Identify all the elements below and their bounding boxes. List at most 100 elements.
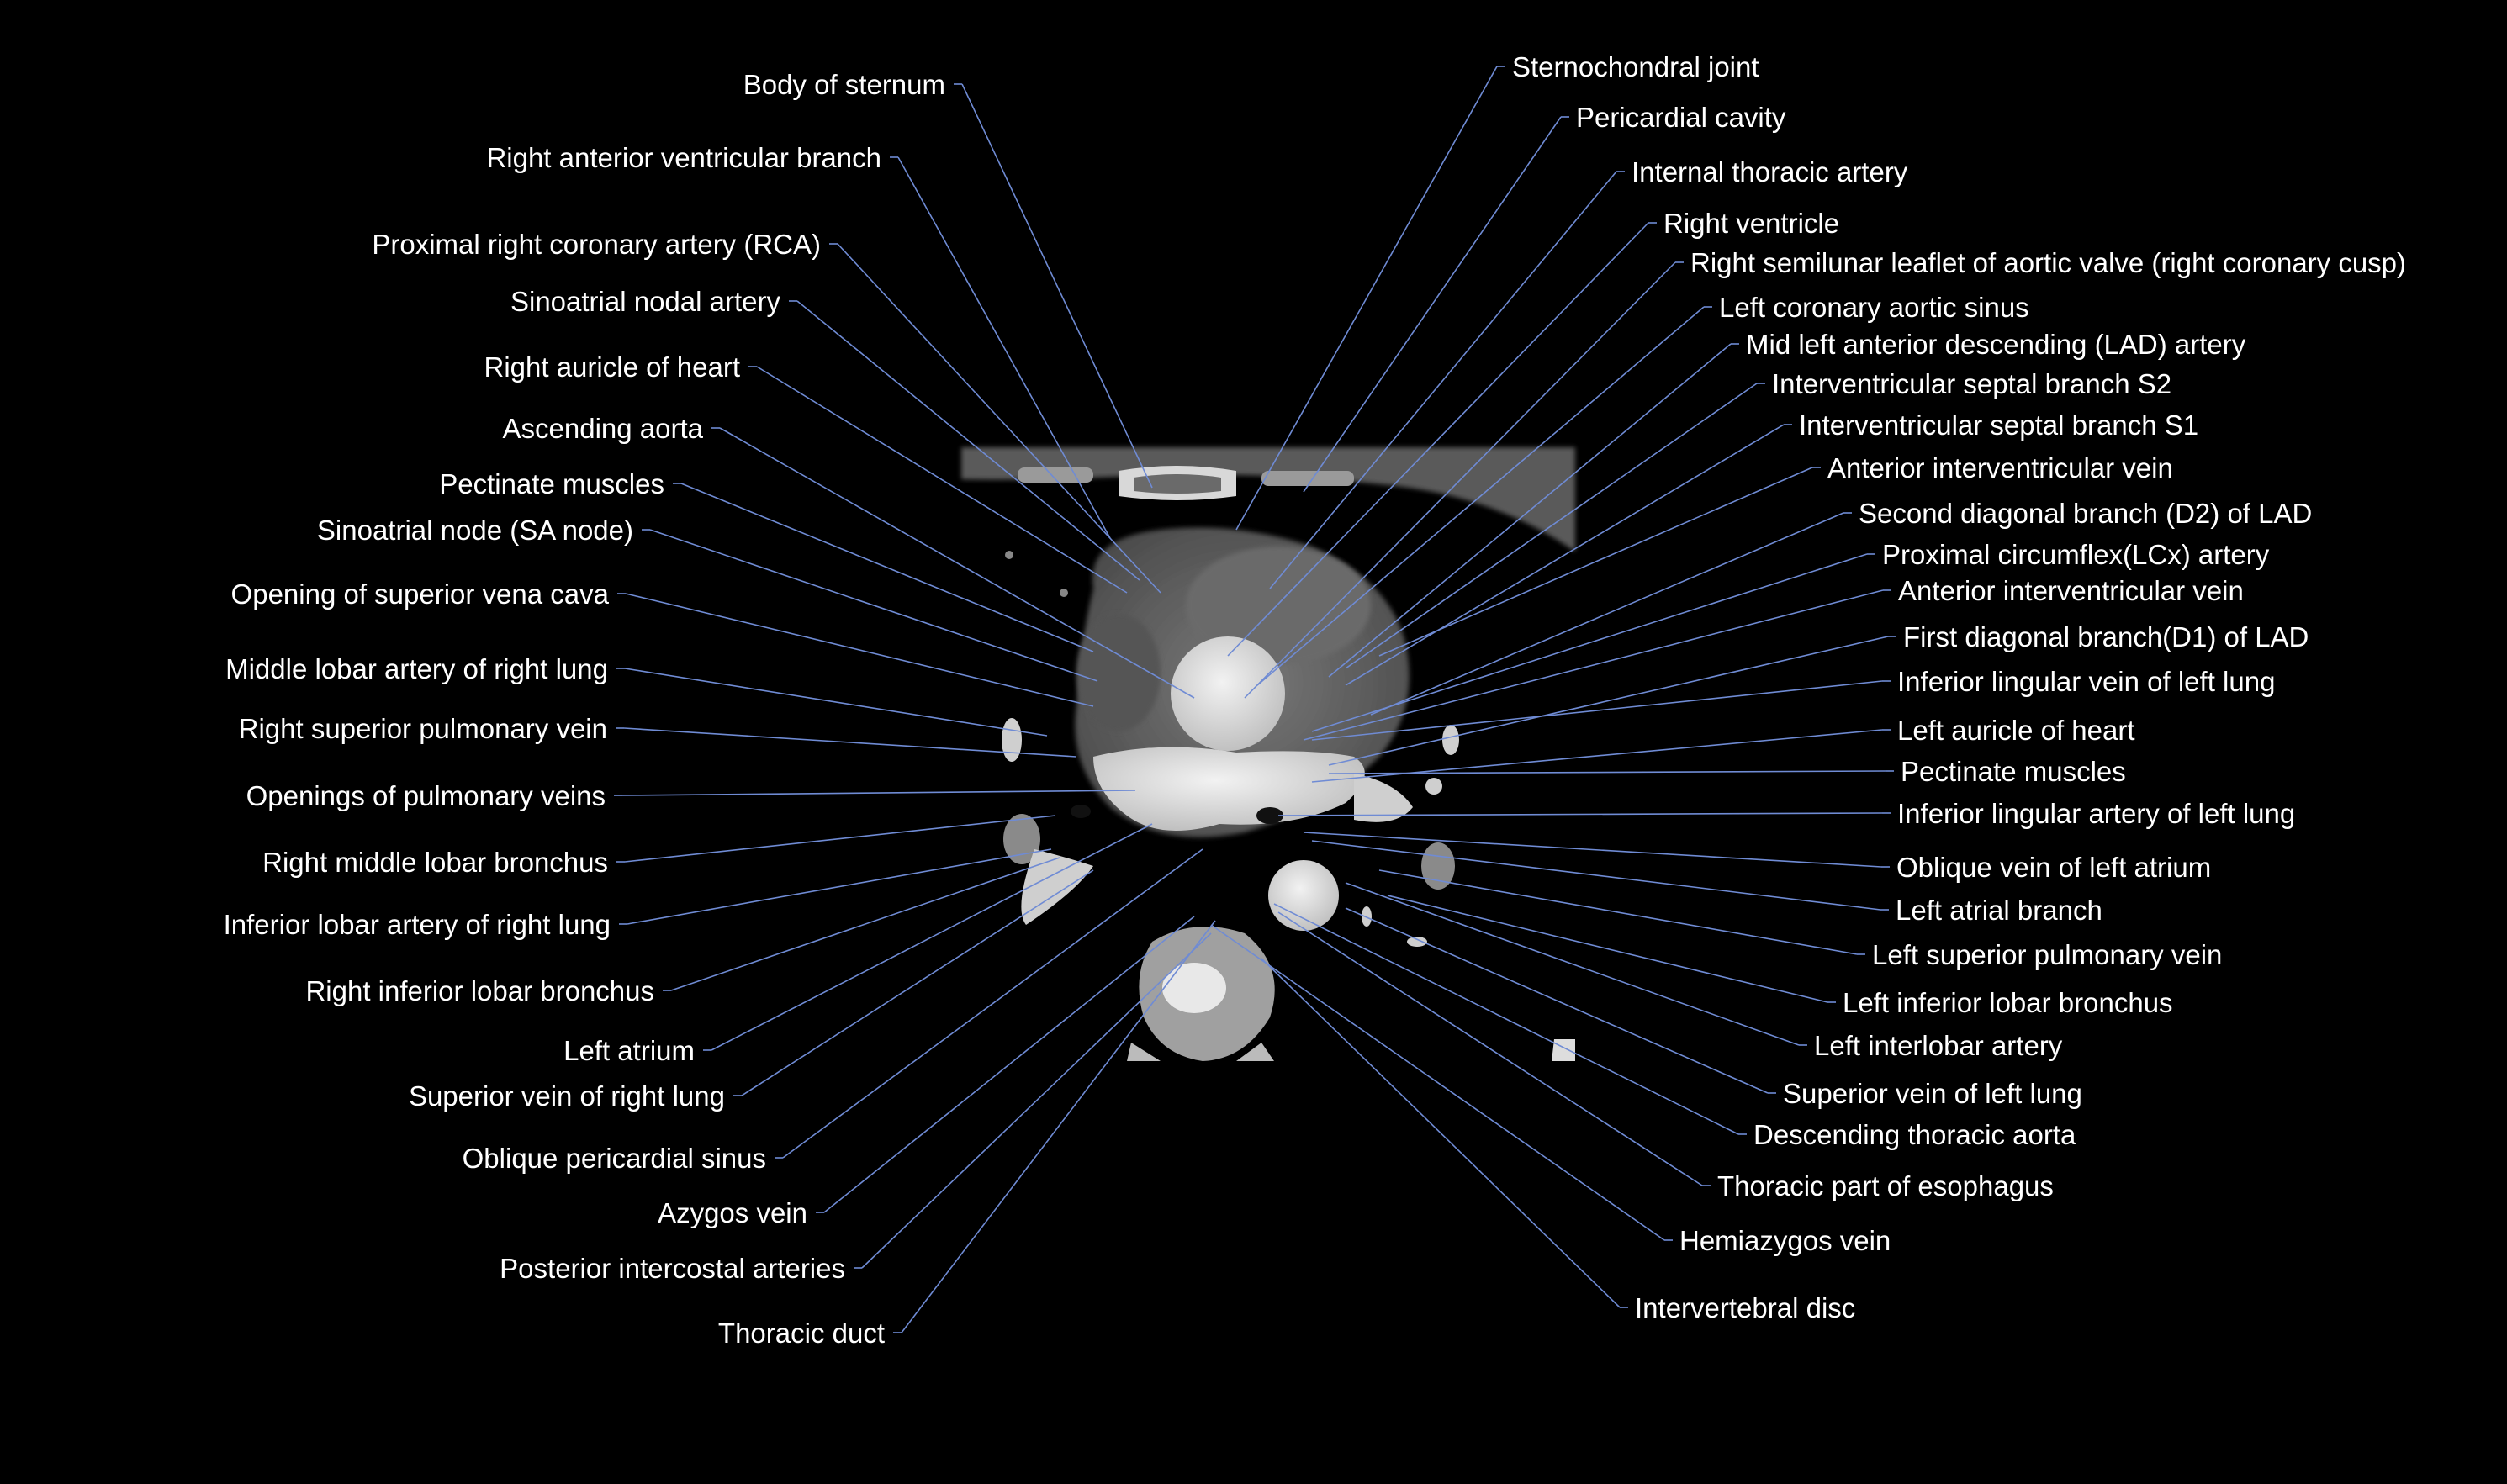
right-leader-line: [1277, 812, 1883, 816]
right-leader-line: [1328, 343, 1732, 678]
left-label: Right middle lobar bronchus: [262, 847, 608, 878]
left-label: Posterior intercostal arteries: [500, 1253, 845, 1284]
left-leader-line: [719, 427, 1195, 699]
right-label: Pericardial cavity: [1576, 102, 1786, 133]
left-label: Superior vein of right lung: [409, 1080, 725, 1112]
right-leader-line: [1311, 680, 1883, 741]
right-leader-line: [1303, 832, 1882, 868]
right-leader-line: [1387, 895, 1828, 1003]
left-label: Pectinate muscles: [439, 468, 664, 499]
right-leader-line: [1378, 869, 1858, 955]
right-leader-line: [1328, 636, 1889, 766]
left-leader-line: [823, 916, 1195, 1213]
left-label: Thoracic duct: [718, 1318, 885, 1349]
right-leader-line: [1227, 222, 1649, 657]
left-label: Body of sternum: [743, 69, 945, 100]
left-label: Azygos vein: [658, 1197, 807, 1228]
right-label: Interventricular septal branch S2: [1772, 368, 2171, 399]
left-leader-line: [897, 156, 1111, 539]
left-leader-line: [756, 366, 1128, 594]
left-label: Sinoatrial node (SA node): [317, 515, 633, 546]
left-label: Ascending aorta: [503, 413, 704, 444]
left-label: Inferior lobar artery of right lung: [224, 909, 611, 940]
left-label: Sinoatrial nodal artery: [510, 286, 781, 317]
left-leader-line: [796, 300, 1140, 581]
right-label: Thoracic part of esophagus: [1717, 1170, 2054, 1201]
right-leader-line: [1277, 911, 1703, 1186]
right-label: Left interlobar artery: [1814, 1030, 2063, 1061]
left-leader-line: [680, 483, 1094, 652]
right-label: Mid left anterior descending (LAD) arter…: [1746, 329, 2246, 360]
right-leader-line: [1370, 512, 1844, 716]
right-label: Left atrial branch: [1896, 895, 2102, 926]
right-label: Hemiazygos vein: [1679, 1225, 1891, 1256]
right-leader-line: [1345, 424, 1785, 686]
right-label: Proximal circumflex(LCx) artery: [1882, 539, 2270, 570]
leader-lines: [614, 66, 1896, 1333]
right-leader-line: [1311, 840, 1881, 911]
right-label: Anterior interventricular vein: [1898, 575, 2244, 606]
right-leader-line: [1256, 306, 1705, 686]
left-leader-line: [741, 869, 1094, 1096]
right-label: Left superior pulmonary vein: [1872, 939, 2222, 970]
left-label: Proximal right coronary artery (RCA): [372, 229, 821, 260]
left-label: Openings of pulmonary veins: [246, 780, 606, 811]
left-label: Middle lobar artery of right lung: [225, 653, 608, 684]
right-label: Anterior interventricular vein: [1827, 452, 2173, 483]
right-leader-line: [1273, 903, 1739, 1135]
right-leader-line: [1261, 958, 1621, 1308]
right-label: Sternochondral joint: [1512, 51, 1759, 82]
right-leader-line: [1244, 261, 1676, 699]
left-leader-line: [711, 823, 1153, 1051]
right-label: Inferior lingular vein of left lung: [1897, 666, 2275, 697]
right-leader-line: [1345, 383, 1758, 669]
right-label: Internal thoracic artery: [1632, 156, 1908, 187]
left-leader-line: [901, 920, 1216, 1333]
right-label: Descending thoracic aorta: [1753, 1119, 2076, 1150]
left-leader-line: [961, 83, 1153, 489]
left-leader-line: [624, 668, 1048, 737]
right-leader-line: [1345, 907, 1769, 1094]
left-leader-line: [649, 529, 1098, 682]
left-leader-line: [627, 848, 1052, 925]
left-leader-line: [861, 932, 1212, 1269]
left-leader-line: [837, 243, 1161, 594]
right-leader-line: [1378, 467, 1813, 657]
left-leader-line: [782, 848, 1203, 1159]
right-label: Left inferior lobar bronchus: [1843, 987, 2173, 1018]
right-leader-line: [1303, 589, 1884, 741]
right-label: Right ventricle: [1663, 208, 1839, 239]
right-leader-line: [1345, 882, 1800, 1046]
right-leader-line: [1328, 770, 1886, 774]
right-label: Pectinate muscles: [1901, 756, 2126, 787]
left-label: Oblique pericardial sinus: [463, 1143, 766, 1174]
right-label: Left auricle of heart: [1897, 715, 2135, 746]
right-label: Intervertebral disc: [1635, 1292, 1855, 1323]
left-label: Right auricle of heart: [484, 351, 741, 383]
left-label: Right inferior lobar bronchus: [305, 975, 654, 1006]
right-label: Superior vein of left lung: [1783, 1078, 2082, 1109]
right-label: Inferior lingular artery of left lung: [1897, 798, 2295, 829]
right-label: Oblique vein of left atrium: [1896, 852, 2211, 883]
left-label: Right anterior ventricular branch: [486, 142, 881, 173]
right-label: First diagonal branch(D1) of LAD: [1903, 621, 2309, 652]
right-label: Left coronary aortic sinus: [1719, 292, 2029, 323]
left-leader-line: [624, 815, 1056, 863]
left-label: Right superior pulmonary vein: [239, 713, 607, 744]
right-label: Second diagonal branch (D2) of LAD: [1859, 498, 2312, 529]
left-leader-line: [670, 857, 1060, 991]
left-leader-line: [623, 727, 1077, 758]
right-label: Interventricular septal branch S1: [1799, 409, 2198, 441]
left-leader-line: [621, 790, 1136, 796]
left-label: Left atrium: [563, 1035, 695, 1066]
right-label: Right semilunar leaflet of aortic valve …: [1690, 247, 2406, 278]
right-leader-line: [1311, 553, 1868, 732]
right-leader-line: [1269, 171, 1617, 589]
left-leader-line: [625, 593, 1094, 707]
ct-slice-image: [961, 447, 1575, 1061]
left-label: Opening of superior vena cava: [231, 578, 610, 610]
